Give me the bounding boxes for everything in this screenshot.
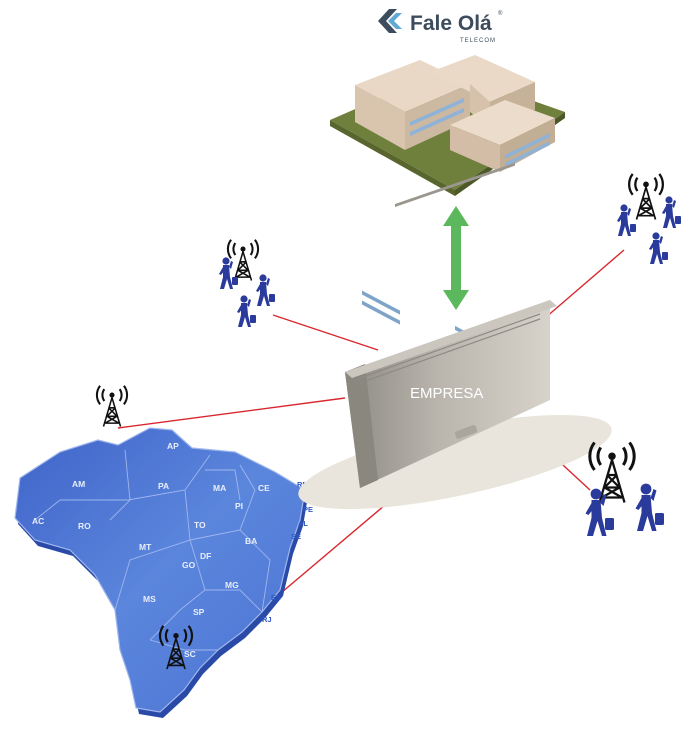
- link-left-group: [272, 314, 379, 351]
- walking-person-with-phone-icon: [635, 483, 664, 531]
- state-pe: PE: [303, 505, 313, 514]
- state-to: TO: [194, 520, 206, 530]
- map-shape: [14, 427, 306, 713]
- company-building-icon: EMPRESA: [298, 162, 612, 510]
- brand-name: Fale Olá: [410, 12, 492, 35]
- state-am: AM: [72, 479, 85, 489]
- state-ms: MS: [143, 594, 156, 604]
- building-label: EMPRESA: [410, 385, 483, 402]
- state-ro: RO: [78, 521, 91, 531]
- registered-mark: ®: [498, 10, 503, 17]
- user-group-right-lower: [585, 483, 664, 536]
- walking-person-with-phone-icon: [617, 204, 636, 236]
- walking-person-with-phone-icon: [237, 295, 256, 327]
- state-es: ES: [271, 593, 281, 602]
- state-labels: AP AM PA MA CE AC RO PI TO MT BA DF GO M…: [32, 441, 270, 659]
- state-se: SE: [291, 532, 301, 541]
- walking-person-with-phone-icon: [585, 488, 614, 536]
- state-mt: MT: [139, 542, 152, 552]
- state-ac: AC: [32, 516, 44, 526]
- state-rj: RJ: [262, 615, 272, 624]
- state-df: DF: [200, 551, 211, 561]
- state-go: GO: [182, 560, 196, 570]
- double-arrow-icon: [443, 206, 469, 310]
- brand-logo: Fale Olá ® TELECOM: [378, 9, 503, 44]
- state-pi: PI: [235, 501, 243, 511]
- fale-ola-logo-icon: [378, 9, 402, 33]
- state-pa: PA: [158, 481, 169, 491]
- headquarters-building-icon: [330, 55, 565, 363]
- state-ce: CE: [258, 483, 270, 493]
- state-al: AL: [298, 519, 308, 528]
- state-ap: AP: [167, 441, 179, 451]
- radio-tower-icon: [627, 172, 665, 221]
- walking-person-with-phone-icon: [219, 257, 238, 289]
- walking-person-with-phone-icon: [649, 232, 668, 264]
- state-ba: BA: [245, 536, 257, 546]
- link-right-upper: [544, 249, 625, 319]
- state-sp: SP: [193, 607, 205, 617]
- state-rn: RN: [297, 480, 308, 489]
- state-ma: MA: [213, 483, 226, 493]
- walking-person-with-phone-icon: [662, 196, 681, 228]
- radio-tower-icon: [95, 384, 129, 428]
- brazil-map: AP AM PA MA CE AC RO PI TO MT BA DF GO M…: [14, 427, 314, 718]
- link-north-tower: [117, 397, 346, 429]
- state-mg: MG: [225, 580, 239, 590]
- state-sc: SC: [184, 649, 196, 659]
- radio-tower-icon: [226, 238, 260, 282]
- walking-person-with-phone-icon: [256, 274, 275, 306]
- brand-tagline: TELECOM: [460, 38, 496, 44]
